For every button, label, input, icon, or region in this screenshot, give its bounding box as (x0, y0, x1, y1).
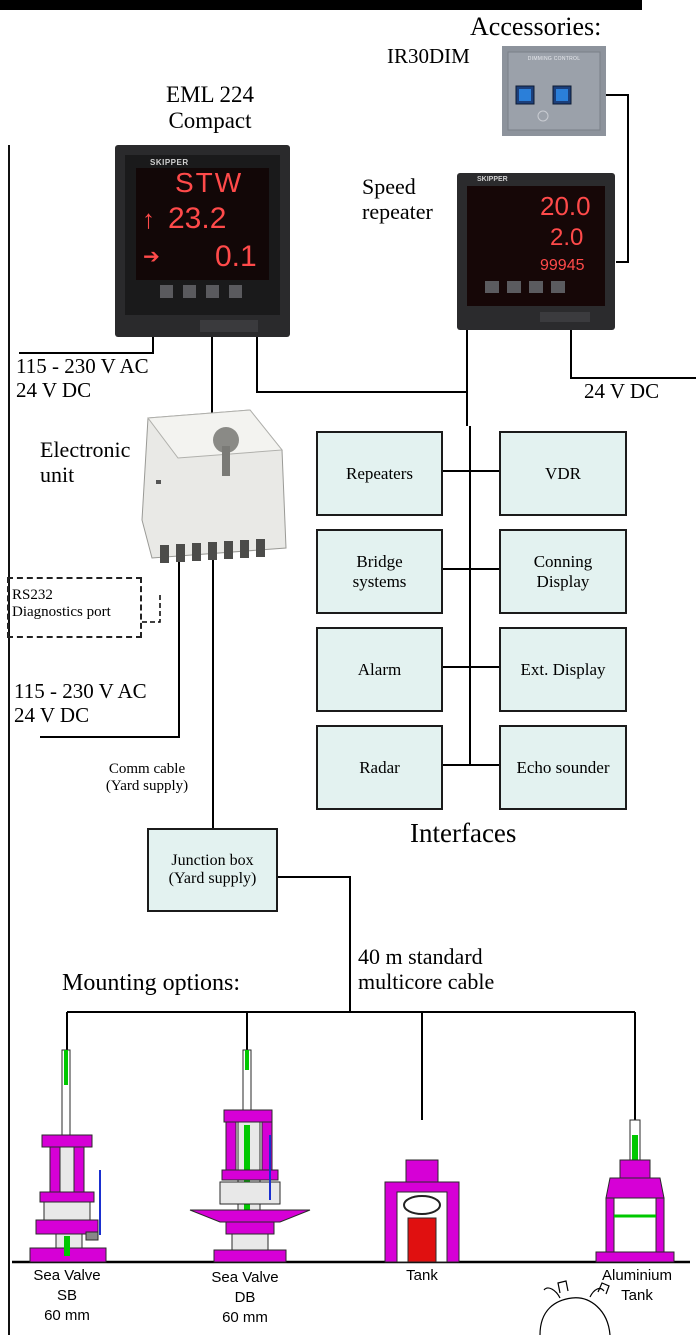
eml-power-label: 115 - 230 V AC 24 V DC (16, 354, 149, 402)
electronic-unit (141, 409, 287, 563)
wire-eml-bus (256, 335, 467, 393)
wire-repeater-power (570, 328, 696, 379)
repeater-display-line1: 20.0 (540, 191, 591, 221)
eml224-unit (115, 145, 290, 337)
unit-power-label: 115 - 230 V AC 24 V DC (14, 679, 147, 727)
sea-valve-sb-drawing (29, 1049, 107, 1263)
junction-box: Junction box (Yard supply) (147, 828, 278, 912)
interface-vdr: VDR (499, 431, 627, 516)
wire-ir30dim-repeater (606, 94, 629, 263)
eml224-brand: SKIPPER (150, 158, 189, 167)
mount-tank-label: Tank (406, 1267, 438, 1284)
top-bar (0, 0, 642, 10)
mount-sea-valve-sb-label: Sea Valve SB 60 mm (33, 1267, 101, 1324)
ir30dim-label: IR30DIM (387, 44, 470, 68)
comm-cable-label: Comm cable (Yard supply) (105, 761, 189, 794)
interfaces-title: Interfaces (410, 818, 517, 848)
eml224-label: EML 224 Compact (166, 82, 254, 133)
mount-aluminium-tank-label: Aluminium Tank (601, 1267, 673, 1304)
repeater-power-label: 24 V DC (584, 379, 660, 403)
eml224-display-line1: STW (175, 167, 244, 198)
eml224-display-line3: 0.1 (215, 240, 257, 273)
wire-eml-power (19, 335, 154, 354)
ir30dim-panel (502, 46, 606, 136)
repeater-display-line3: 99945 (540, 257, 585, 274)
sea-valve-db-drawing (189, 1049, 311, 1263)
mounting-options-title: Mounting options: (62, 970, 241, 996)
interface-repeaters: Repeaters (316, 431, 443, 516)
interface-radar: Radar (316, 725, 443, 810)
bottom-figure (539, 1280, 611, 1335)
aluminium-tank-drawing (595, 1119, 675, 1263)
multicore-cable-label: 40 m standard multicore cable (358, 944, 495, 994)
rs232-diagnostics-port: RS232 Diagnostics port (7, 577, 142, 638)
eml224-display-line2: 23.2 (168, 202, 227, 235)
interface-alarm: Alarm (316, 627, 443, 712)
interface-bridge-systems: Bridge systems (316, 529, 443, 614)
wire-junction-right (278, 876, 351, 912)
speed-repeater-label: Speed repeater (362, 174, 433, 224)
rs232-leader (142, 595, 161, 623)
interface-ext-display: Ext. Display (499, 627, 627, 712)
speed-repeater-brand: SKIPPER (477, 176, 508, 183)
eml224-arrow-up-icon: ↑ (142, 204, 155, 234)
mount-sea-valve-db-label: Sea Valve DB 60 mm (211, 1269, 279, 1326)
accessories-title: Accessories: (470, 12, 602, 41)
interface-conning-display: Conning Display (499, 529, 627, 614)
electronic-unit-label: Electronic unit (40, 437, 131, 487)
repeater-display-line2: 2.0 (550, 224, 584, 251)
wire-unit-power (40, 560, 180, 738)
eml224-arrow-right-icon: ➔ (143, 246, 160, 268)
interface-echo-sounder: Echo sounder (499, 725, 627, 810)
speed-repeater-unit (457, 173, 615, 330)
ir30dim-panel-text: DIMMING CONTROL (527, 56, 581, 62)
tank-drawing (384, 1159, 460, 1263)
wiring (19, 94, 696, 1120)
